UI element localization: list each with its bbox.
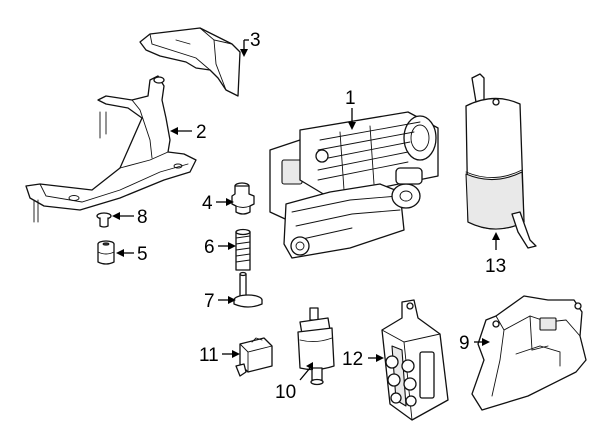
part-10-filter xyxy=(297,307,335,386)
callout-label-3: 3 xyxy=(250,30,261,51)
part-1-compressor xyxy=(269,111,439,259)
callout-11: 11 xyxy=(199,345,240,366)
part-7-stud xyxy=(233,271,263,308)
callout-label-8: 8 xyxy=(137,207,148,228)
callout-1: 1 xyxy=(345,88,356,130)
callout-9: 9 xyxy=(459,333,490,354)
callout-label-2: 2 xyxy=(196,122,207,143)
callout-8: 8 xyxy=(112,207,148,228)
part-2-bracket xyxy=(25,75,197,223)
callout-label-5: 5 xyxy=(137,244,148,265)
callout-label-4: 4 xyxy=(202,193,213,214)
callout-10: 10 xyxy=(275,362,313,403)
callout-13: 13 xyxy=(485,232,506,277)
part-5-grommet xyxy=(97,240,115,265)
callout-label-1: 1 xyxy=(345,88,356,109)
callout-3: 3 xyxy=(240,30,261,57)
part-9-cover xyxy=(471,295,587,411)
callout-label-11: 11 xyxy=(199,345,219,366)
part-13-reservoir xyxy=(465,73,537,249)
callout-label-7: 7 xyxy=(204,291,215,312)
callout-2: 2 xyxy=(170,122,207,143)
part-11-relay xyxy=(235,337,273,377)
callout-7: 7 xyxy=(204,291,236,312)
part-12-valve-block xyxy=(381,299,449,421)
callout-5: 5 xyxy=(116,244,148,265)
part-8-bolt xyxy=(96,212,112,228)
part-3-bracket xyxy=(139,27,241,97)
callout-label-12: 12 xyxy=(342,349,363,370)
callout-6: 6 xyxy=(204,237,236,258)
callout-label-6: 6 xyxy=(204,237,215,258)
callout-4: 4 xyxy=(202,193,234,214)
part-4-bushing xyxy=(231,182,255,215)
part-6-spring xyxy=(235,228,251,271)
callout-label-9: 9 xyxy=(459,333,470,354)
callout-label-10: 10 xyxy=(275,382,296,403)
callout-12: 12 xyxy=(342,349,384,370)
callout-label-13: 13 xyxy=(485,256,506,277)
